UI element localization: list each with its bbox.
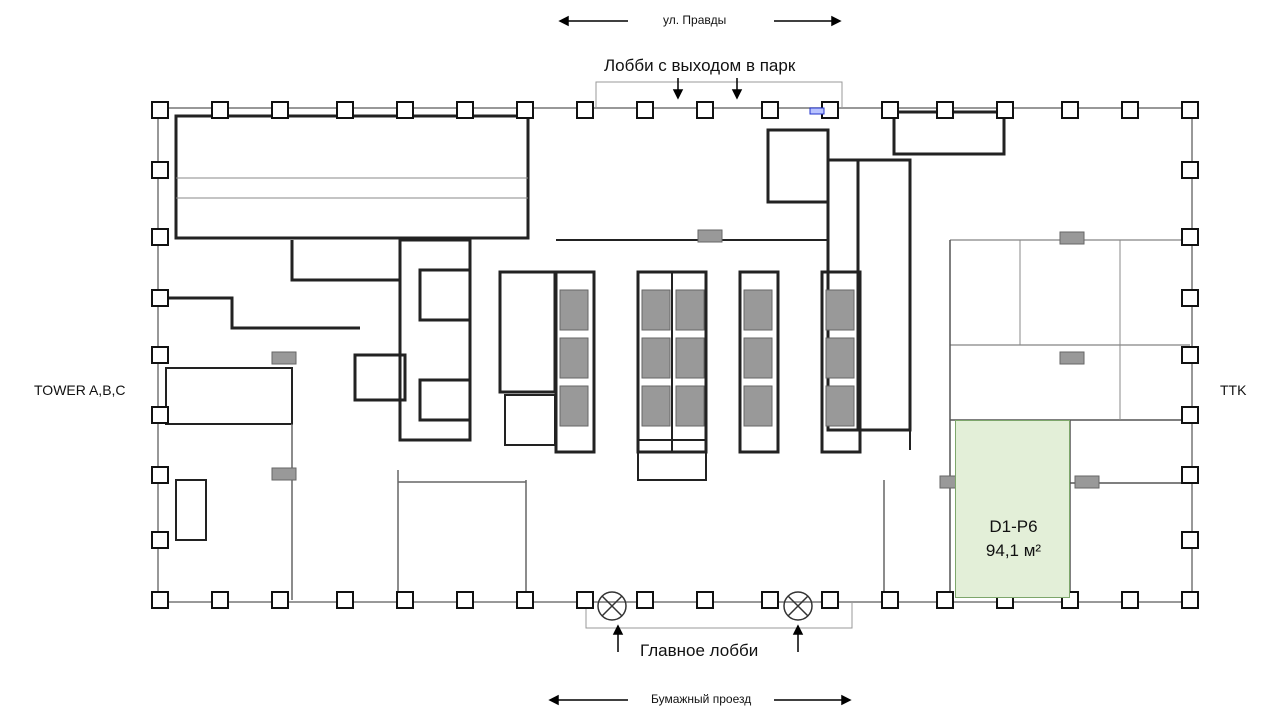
- column: [516, 591, 534, 609]
- column: [696, 101, 714, 119]
- column: [881, 101, 899, 119]
- column: [151, 466, 169, 484]
- elevator-cabin: [641, 289, 671, 331]
- elevator-cabin: [559, 337, 589, 379]
- column: [696, 591, 714, 609]
- column: [1181, 406, 1199, 424]
- column: [821, 591, 839, 609]
- unit-code: D1-P6: [989, 517, 1038, 536]
- column: [151, 228, 169, 246]
- column: [151, 289, 169, 307]
- column: [1061, 101, 1079, 119]
- column: [516, 101, 534, 119]
- column: [1121, 101, 1139, 119]
- elevator-cabin: [825, 385, 855, 427]
- column: [636, 101, 654, 119]
- column: [761, 101, 779, 119]
- elevator-cabin: [743, 289, 773, 331]
- column: [936, 591, 954, 609]
- elevator-cabin: [825, 337, 855, 379]
- column: [1181, 466, 1199, 484]
- column: [1181, 101, 1199, 119]
- elevator-cabin: [271, 351, 297, 365]
- elevator-cabin: [675, 289, 705, 331]
- column: [151, 406, 169, 424]
- elevator-cabin: [1059, 231, 1085, 245]
- column: [456, 101, 474, 119]
- column: [1181, 289, 1199, 307]
- column: [636, 591, 654, 609]
- elevator-cabin: [1059, 351, 1085, 365]
- elevator-cabin: [641, 337, 671, 379]
- column: [211, 101, 229, 119]
- column: [761, 591, 779, 609]
- column: [396, 101, 414, 119]
- column: [336, 591, 354, 609]
- column: [211, 591, 229, 609]
- main-lobby-label: Главное лобби: [640, 641, 759, 660]
- ttk-label: TTK: [1220, 382, 1247, 398]
- column: [456, 591, 474, 609]
- unit-area: 94,1 м²: [985, 541, 1042, 560]
- column: [151, 346, 169, 364]
- column: [151, 531, 169, 549]
- column: [336, 101, 354, 119]
- street-bottom-label: Бумажный проезд: [651, 692, 752, 706]
- elevator-cabin: [1074, 475, 1100, 489]
- column: [1181, 531, 1199, 549]
- elevator-cabin: [825, 289, 855, 331]
- column: [151, 591, 169, 609]
- column: [996, 101, 1014, 119]
- column: [151, 101, 169, 119]
- column: [396, 591, 414, 609]
- column: [271, 591, 289, 609]
- park-lobby-label: Лобби с выходом в парк: [604, 56, 796, 75]
- column: [576, 591, 594, 609]
- column: [1181, 228, 1199, 246]
- column: [881, 591, 899, 609]
- elevator-cabin: [675, 337, 705, 379]
- elevator-cabin: [559, 385, 589, 427]
- highlighted-unit[interactable]: D1-P6 94,1 м²: [955, 420, 1070, 598]
- elevator-cabin: [743, 385, 773, 427]
- elevator-cabin: [743, 337, 773, 379]
- elevator-cabin: [675, 385, 705, 427]
- column: [576, 101, 594, 119]
- column: [1181, 591, 1199, 609]
- elevator-cabin: [271, 467, 297, 481]
- tower-label: TOWER A,B,C: [34, 382, 126, 398]
- column: [151, 161, 169, 179]
- elevator-cabin: [697, 229, 723, 243]
- elevator-cabin: [641, 385, 671, 427]
- column: [271, 101, 289, 119]
- column: [1181, 346, 1199, 364]
- elevator-cabin: [559, 289, 589, 331]
- column: [936, 101, 954, 119]
- column: [1121, 591, 1139, 609]
- street-top-label: ул. Правды: [663, 13, 727, 27]
- column: [1181, 161, 1199, 179]
